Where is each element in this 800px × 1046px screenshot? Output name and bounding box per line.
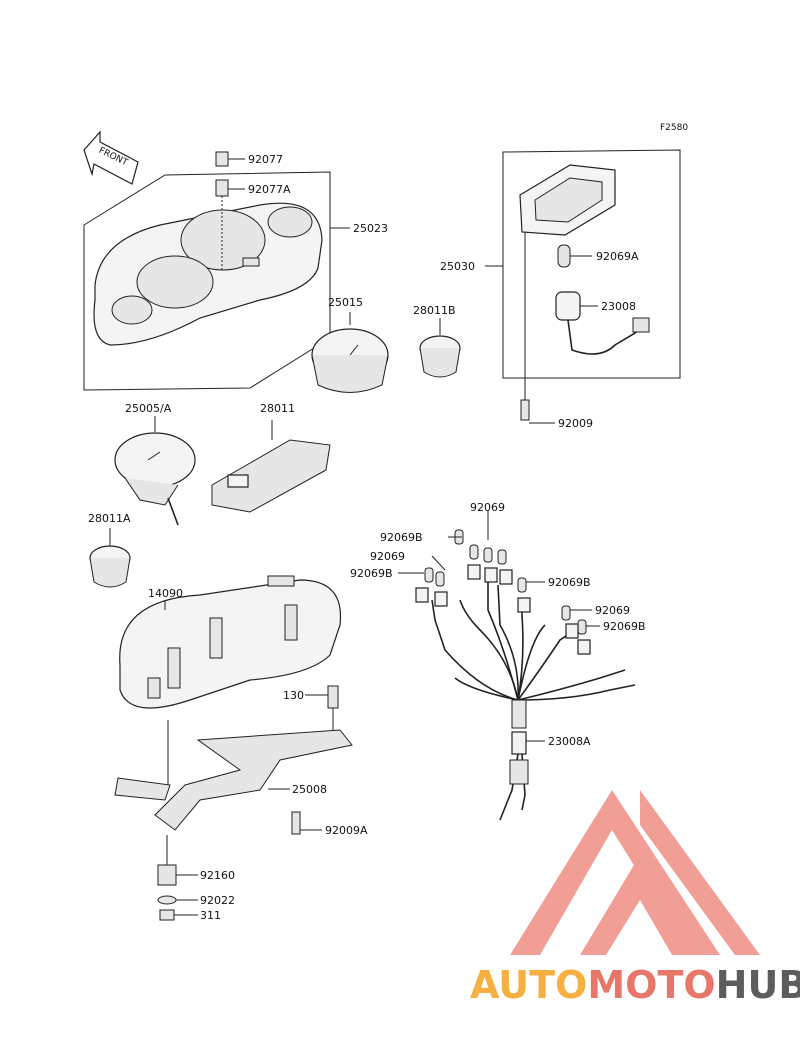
grommet-92077-icon bbox=[215, 151, 245, 167]
label-23008a: 23008A bbox=[548, 735, 591, 748]
label-92069b-4: 92069B bbox=[603, 620, 646, 633]
label-92160: 92160 bbox=[200, 869, 235, 882]
watermark-text: AUTOMOTOHUB bbox=[470, 963, 800, 1007]
gauge-25005a bbox=[114, 416, 196, 526]
label-25023: 25023 bbox=[353, 222, 388, 235]
label-92077a: 92077A bbox=[248, 183, 291, 196]
wiring-harness bbox=[398, 510, 636, 821]
label-92069b-1: 92069B bbox=[380, 531, 423, 544]
watermark-hub: HUB bbox=[716, 963, 800, 1007]
nut-311-icon bbox=[159, 909, 198, 921]
label-92069b-2: 92069B bbox=[350, 567, 393, 580]
meter-cover bbox=[83, 171, 331, 391]
label-25015: 25015 bbox=[328, 296, 363, 309]
lower-case-14090 bbox=[119, 575, 342, 709]
diagram-code: F2580 bbox=[660, 123, 688, 133]
label-130: 130 bbox=[283, 689, 304, 702]
label-14090: 14090 bbox=[148, 587, 183, 600]
label-92009a: 92009A bbox=[325, 824, 368, 837]
label-92069a: 92069A bbox=[596, 250, 639, 263]
socket-28011b bbox=[419, 318, 461, 378]
label-28011: 28011 bbox=[260, 402, 295, 415]
label-92069b-3: 92069B bbox=[548, 576, 591, 589]
bulb-holder-28011 bbox=[211, 420, 331, 513]
label-92069-right: 92069 bbox=[595, 604, 630, 617]
label-25005a: 25005/A bbox=[125, 402, 172, 415]
label-28011a: 28011A bbox=[88, 512, 131, 525]
socket-28011a bbox=[89, 528, 131, 588]
label-23008: 23008 bbox=[601, 300, 636, 313]
indicator-unit-group bbox=[485, 149, 681, 424]
label-92022: 92022 bbox=[200, 894, 235, 907]
label-25008: 25008 bbox=[292, 783, 327, 796]
label-92077: 92077 bbox=[248, 153, 283, 166]
screw-92009a-icon bbox=[291, 811, 322, 835]
gauge-25015 bbox=[311, 312, 389, 393]
svg-text:AUTOMOTOHUB: AUTOMOTOHUB bbox=[470, 963, 800, 1007]
watermark-logo-icon bbox=[510, 790, 760, 955]
label-92069-top: 92069 bbox=[470, 501, 505, 514]
label-311: 311 bbox=[200, 909, 221, 922]
label-28011b: 28011B bbox=[413, 304, 456, 317]
bolt-130-icon bbox=[305, 685, 339, 735]
bracket-25008 bbox=[114, 720, 353, 831]
watermark-auto: AUTO bbox=[470, 963, 587, 1007]
spring-92077a-icon bbox=[215, 179, 245, 270]
front-arrow-icon: FRONT bbox=[83, 130, 139, 185]
label-25030: 25030 bbox=[440, 260, 475, 273]
washer-92022-icon bbox=[157, 895, 198, 905]
label-92069-mid: 92069 bbox=[370, 550, 405, 563]
label-92009: 92009 bbox=[558, 417, 593, 430]
watermark-moto: MOTO bbox=[587, 963, 715, 1007]
damper-92160-icon bbox=[157, 835, 198, 886]
